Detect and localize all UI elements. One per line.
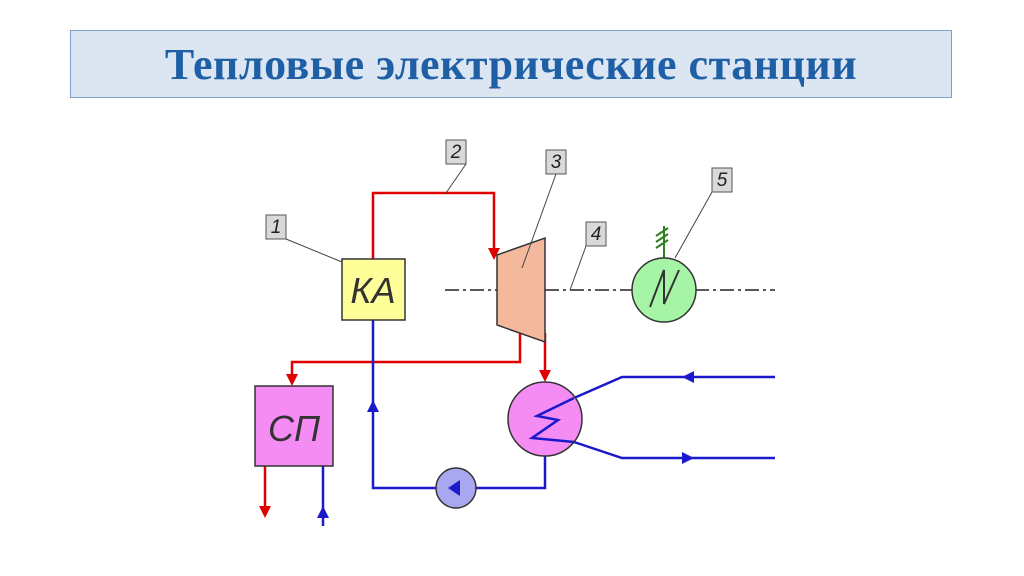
heater-return-arrow: [317, 506, 329, 518]
heater-out-arrow: [259, 506, 271, 518]
condenser-coil-icon: [528, 396, 575, 444]
turbine-shape: [496, 236, 546, 344]
callout-leader-5: [674, 191, 713, 259]
callout-label-3: 3: [551, 152, 562, 173]
steam-arrow: [488, 248, 500, 260]
boiler-label: КА: [350, 270, 395, 311]
callout-box-4: [585, 221, 607, 247]
callout-label-2: 2: [450, 142, 462, 163]
exhaust-arrow: [539, 370, 551, 382]
callout-label-1: 1: [271, 217, 282, 238]
generator-symbol-icon: [649, 269, 680, 308]
slide-title: Тепловые электрические станции: [164, 39, 858, 89]
heater-label: СП: [268, 408, 321, 449]
callout-box-2: [445, 139, 467, 165]
cooling-in-line: [573, 375, 775, 400]
heater-box: [254, 385, 334, 467]
callout-label-5: 5: [717, 170, 728, 191]
pump-arrow-icon: [448, 480, 460, 496]
feedwater-arrow: [367, 400, 379, 412]
cooling-out-line: [573, 440, 775, 460]
callout-label-4: 4: [591, 224, 602, 245]
extraction-line: [290, 333, 522, 376]
cooling-out-arrow: [682, 452, 694, 464]
callout-leader-1: [285, 238, 343, 263]
boiler-box: [341, 258, 406, 321]
callout-leader-2: [445, 163, 467, 194]
callout-box-1: [265, 214, 287, 240]
callout-leader-3: [521, 173, 557, 269]
callout-box-5: [711, 167, 733, 193]
steam-line: [371, 191, 496, 260]
cooling-in-arrow: [682, 371, 694, 383]
title-banner: Тепловые электрические станции: [70, 30, 952, 98]
callout-leader-4: [569, 245, 587, 291]
extraction-arrow: [286, 374, 298, 386]
condenser-circle: [507, 381, 583, 457]
ground-hatch-icon: [655, 227, 669, 249]
